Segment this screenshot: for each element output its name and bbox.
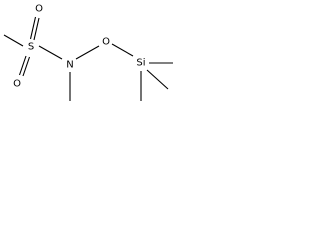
atom-silicon: Si [136, 58, 145, 69]
bonds [3, 16, 173, 101]
bond-methyl-sulfur [3, 34, 24, 47]
bond-sulfur-oxygen-bottom-b [22, 56, 31, 77]
atom-oxygen-top: O [35, 4, 43, 15]
atom-sulfur: S [28, 42, 34, 53]
bond-sulfur-oxygen-top-a [29, 16, 37, 40]
bond-sulfur-oxygen-top-b [33, 17, 40, 41]
atom-oxygen-link: O [102, 37, 110, 48]
chemical-structure-diagram: S O O N O Si [3, 4, 173, 101]
atom-nitrogen: N [66, 60, 73, 71]
bond-silicon-methyl-diagonal [146, 69, 169, 90]
bond-sulfur-oxygen-bottom-a [18, 55, 27, 76]
atom-labels: S O O N O Si [13, 4, 146, 90]
bond-oxygen-silicon [111, 43, 134, 57]
bond-nitrogen-oxygen [75, 45, 100, 60]
atom-oxygen-bottom: O [13, 79, 21, 90]
bond-sulfur-nitrogen [38, 45, 63, 60]
